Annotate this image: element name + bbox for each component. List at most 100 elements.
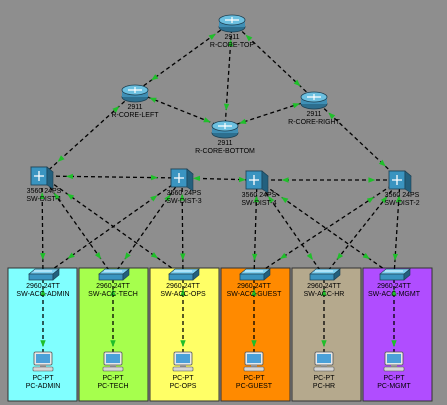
router-icon [218, 14, 246, 33]
port-status-d4-uplink [281, 196, 289, 204]
port-status-admin-uplink [40, 253, 46, 260]
pc-model-label: PC-PT [173, 375, 195, 382]
pc-icon [32, 351, 54, 372]
port-status-tech-uplink [124, 252, 131, 260]
router-model-label: 2911 [217, 140, 232, 147]
port-status-admin-pc [40, 288, 46, 296]
port-status-d2-uplink [366, 197, 375, 204]
access-switch-name-label: SW-ACC-GUEST [227, 291, 282, 298]
port-status-ops-pc [180, 288, 186, 296]
port-status-right-core [292, 103, 301, 109]
port-status-right-core [293, 79, 301, 87]
link-left-d1 [41, 91, 136, 177]
access-switch-name-label: SW-ACC-ADMIN [16, 291, 69, 298]
link-d1-d3 [41, 175, 183, 179]
router-model-label: 2911 [306, 111, 321, 118]
dist-switch-name-label: SW-DIST-4 [241, 200, 276, 207]
port-status-left-core [112, 106, 120, 113]
port-status-hr-uplink [306, 252, 313, 261]
router-name-label: R-CORE-LEFT [111, 112, 159, 119]
port-status-ops-uplink [180, 253, 186, 261]
port-status-d3-uplink [164, 194, 171, 202]
access-switch-model-label: 2960 24TT [96, 283, 131, 290]
link-top-right [231, 21, 315, 100]
port-status-left-core [151, 74, 159, 81]
dist-switch-model-label: 3560 24PS [385, 192, 420, 199]
link-top-left [134, 21, 233, 93]
router-icon [121, 84, 149, 103]
pc-icon [172, 351, 194, 372]
link-hr-d4 [256, 179, 325, 277]
port-status-bottom-core [238, 118, 247, 124]
link-d3-d4 [181, 177, 258, 181]
pc-name-label: PC-MGMT [377, 383, 411, 390]
pc-icon [313, 351, 335, 372]
access-switch-icon [309, 268, 341, 281]
access-switch-icon [379, 268, 411, 281]
access-switch-icon [239, 268, 271, 281]
port-status-d1-core [57, 155, 65, 162]
router-name-label: R-CORE-BOTTOM [195, 148, 255, 155]
port-status-d1-uplink [39, 192, 45, 199]
vlan-area-ops [149, 267, 220, 402]
router-name-label: R-CORE-TOP [210, 42, 255, 49]
access-switch-icon [98, 268, 130, 281]
port-status-right-core [328, 112, 336, 120]
multilayer-switch-icon [245, 170, 269, 194]
link-right-d2 [313, 98, 401, 181]
pc-name-label: PC-TECH [97, 383, 128, 390]
access-switch-name-label: SW-ACC-HR [304, 291, 345, 298]
port-status-d2-uplink [395, 195, 402, 203]
port-status-d3-uplink [179, 193, 185, 201]
access-switch-model-label: 2960 24TT [237, 283, 272, 290]
link-guest-d2 [253, 179, 401, 277]
port-status-tech-pc [110, 288, 116, 296]
port-status-admin-uplink [67, 252, 75, 259]
access-switch-icon [168, 268, 200, 281]
port-status-pc-tech-pc [110, 340, 116, 348]
port-status-d1-uplink [66, 193, 75, 200]
link-mgmt-d4 [256, 179, 395, 277]
port-status-guest-uplink [279, 252, 288, 259]
multilayer-switch-icon [30, 166, 54, 190]
port-status-d4-dist [281, 177, 289, 183]
pc-icon [383, 351, 405, 372]
pc-icon [102, 351, 124, 372]
port-status-bottom-core [223, 103, 230, 111]
dist-switch-model-label: 3560 24PS [167, 190, 202, 197]
port-status-d4-uplink [253, 195, 260, 203]
port-status-d1-uplink [53, 192, 61, 200]
access-switch-name-label: SW-ACC-OPS [160, 291, 206, 298]
port-status-mgmt-pc [391, 288, 397, 296]
port-status-d4-dist [238, 176, 246, 183]
link-ops-d1 [41, 175, 184, 277]
router-icon [300, 91, 328, 110]
port-status-d4-uplink [268, 195, 275, 204]
port-status-d3-uplink [150, 195, 158, 202]
port-status-hr-pc [321, 288, 327, 296]
link-left-bottom [134, 91, 226, 129]
port-status-bottom-core [203, 117, 211, 123]
